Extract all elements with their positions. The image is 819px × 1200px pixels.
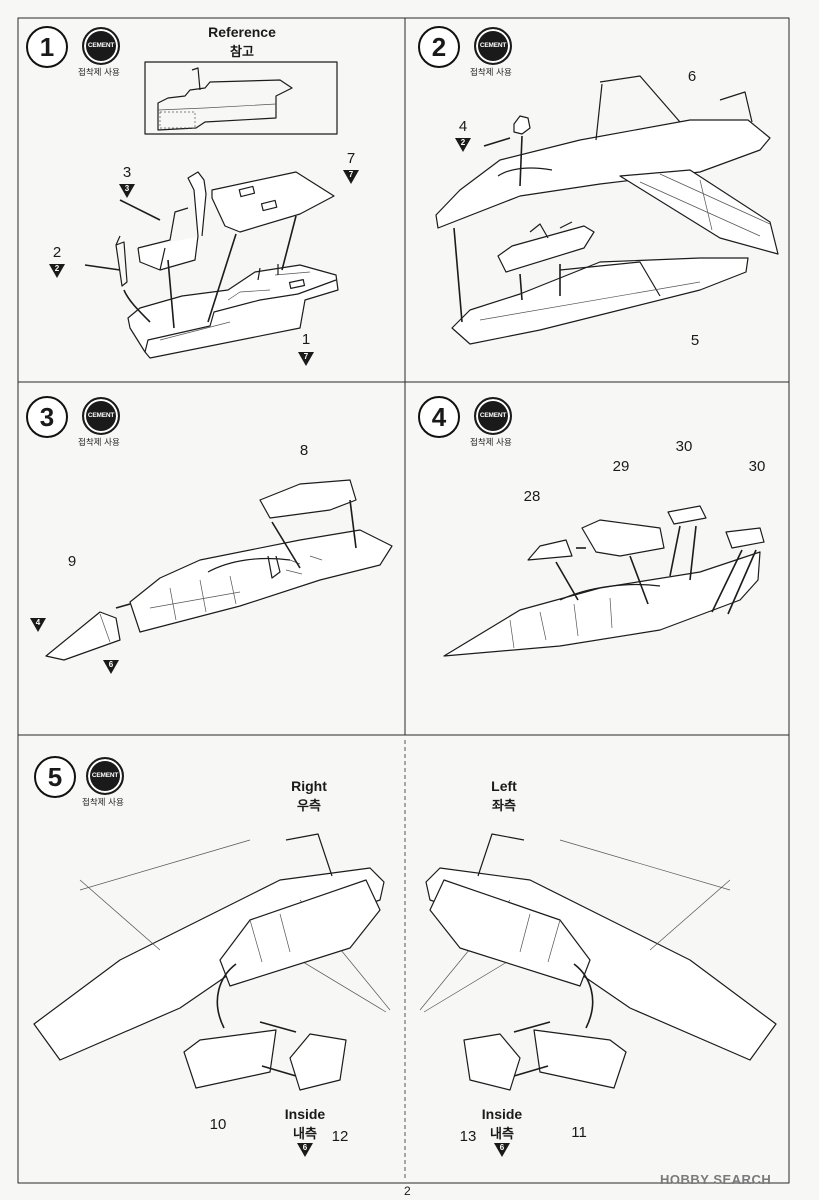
step-2-number: 2 bbox=[418, 26, 460, 68]
part-marker: 6 bbox=[494, 1143, 510, 1157]
cement-korean: 접착제 사용 bbox=[82, 798, 124, 808]
part-label: 7 bbox=[346, 150, 356, 167]
step-4-number: 4 bbox=[418, 396, 460, 438]
reference-title: Reference bbox=[208, 24, 276, 40]
cement-badge: CEMENT bbox=[474, 27, 512, 65]
part-label: 29 bbox=[612, 458, 630, 475]
part-label: 6 bbox=[687, 68, 697, 85]
inside-label: Inside bbox=[284, 1106, 326, 1122]
part-marker: 6 bbox=[103, 660, 119, 674]
cement-korean: 접착제 사용 bbox=[470, 68, 512, 78]
inside-label-ko: 내측 bbox=[293, 1127, 317, 1142]
nose-step4 bbox=[443, 505, 765, 657]
cement-korean: 접착제 사용 bbox=[78, 438, 120, 448]
part-label: 28 bbox=[523, 488, 541, 505]
part-marker: 6 bbox=[297, 1143, 313, 1157]
part-label: 4 bbox=[458, 118, 468, 135]
part-label: 11 bbox=[571, 1124, 587, 1141]
part-marker: 2 bbox=[455, 138, 471, 152]
part-label: 30 bbox=[748, 458, 766, 475]
step-3-number: 3 bbox=[26, 396, 68, 438]
part-marker: 4 bbox=[30, 618, 46, 632]
part-marker: 7 bbox=[298, 352, 314, 366]
step-1-number: 1 bbox=[26, 26, 68, 68]
left-title-ko: 좌측 bbox=[492, 799, 516, 814]
part-label: 9 bbox=[67, 553, 77, 570]
cement-badge: CEMENT bbox=[82, 27, 120, 65]
part-label: 12 bbox=[331, 1128, 349, 1145]
watermark: HOBBY SEARCH bbox=[660, 1172, 772, 1187]
cement-badge: CEMENT bbox=[82, 397, 120, 435]
nose-step3 bbox=[45, 479, 393, 661]
fuselage-right-step5 bbox=[33, 833, 391, 1091]
page-number: 2 bbox=[404, 1184, 411, 1198]
part-label: 30 bbox=[675, 438, 693, 455]
inside-label-ko: 내측 bbox=[490, 1127, 514, 1142]
part-label: 8 bbox=[299, 442, 309, 459]
cement-korean: 접착제 사용 bbox=[470, 438, 512, 448]
inside-label: Inside bbox=[481, 1106, 523, 1122]
cockpit-tub bbox=[84, 171, 339, 359]
part-label: 5 bbox=[690, 332, 700, 349]
right-title-ko: 우측 bbox=[297, 799, 321, 814]
cement-korean: 접착제 사용 bbox=[78, 68, 120, 78]
step-5-number: 5 bbox=[34, 756, 76, 798]
reference-box bbox=[144, 61, 338, 135]
cement-badge: CEMENT bbox=[474, 397, 512, 435]
left-title: Left bbox=[491, 778, 517, 794]
part-marker: 7 bbox=[343, 170, 359, 184]
part-marker: 3 bbox=[119, 184, 135, 198]
fuselage-left-step5 bbox=[419, 833, 777, 1091]
part-marker: 2 bbox=[49, 264, 65, 278]
part-label: 10 bbox=[209, 1116, 227, 1133]
cement-badge: CEMENT bbox=[86, 757, 124, 795]
part-label: 1 bbox=[301, 331, 311, 348]
part-label: 3 bbox=[122, 164, 132, 181]
part-label: 2 bbox=[52, 244, 62, 261]
right-title: Right bbox=[291, 778, 327, 794]
reference-title-ko: 참고 bbox=[230, 45, 254, 60]
part-label: 13 bbox=[459, 1128, 477, 1145]
fuselage-step2 bbox=[435, 75, 779, 345]
